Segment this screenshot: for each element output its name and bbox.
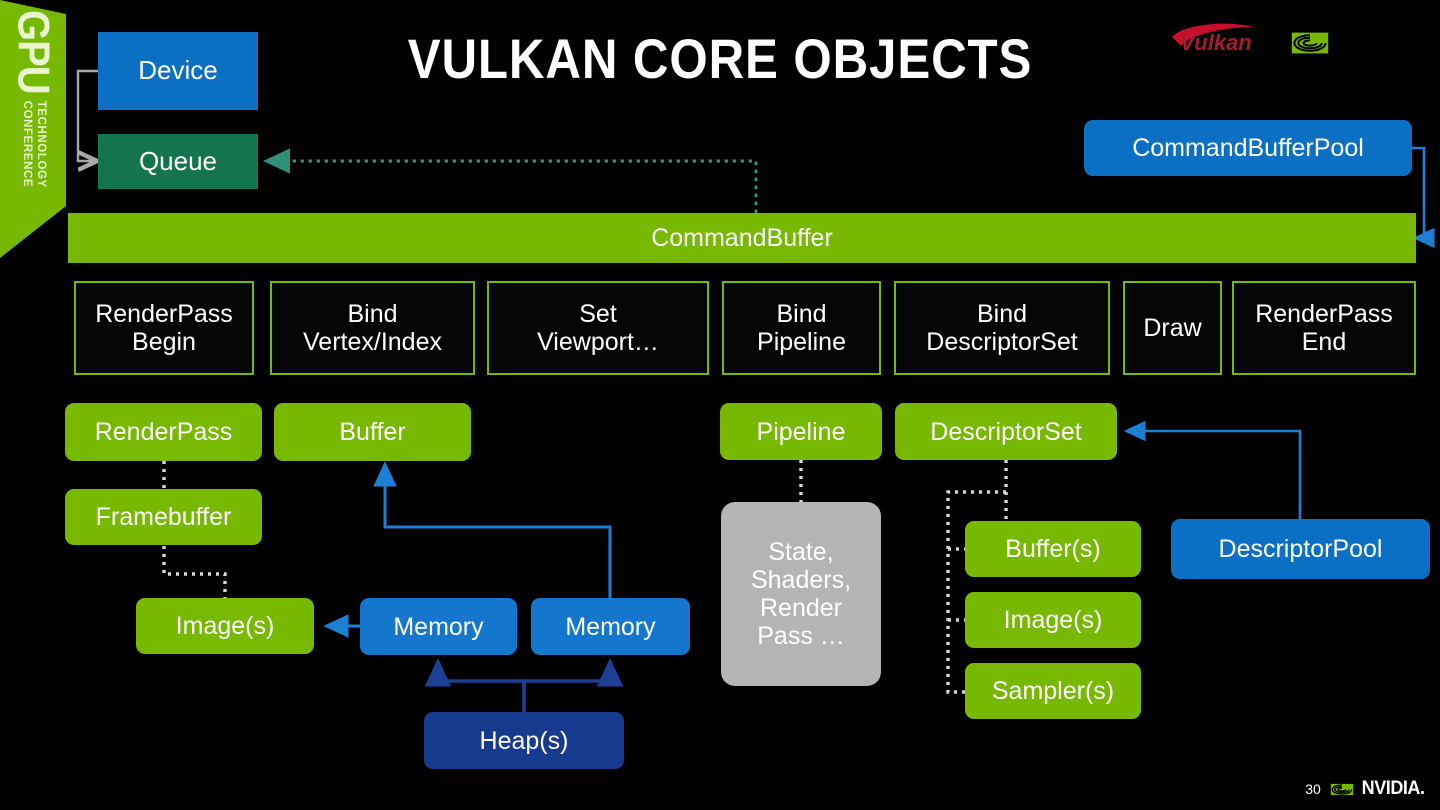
svg-text:Vulkan: Vulkan	[1180, 30, 1252, 55]
node-memory-left[interactable]: Memory	[360, 598, 517, 655]
node-descriptor-samplers[interactable]: Sampler(s)	[965, 663, 1141, 719]
gtc-banner: GPU TECHNOLOGY CONFERENCE	[0, 0, 66, 258]
node-device-label: Device	[138, 55, 218, 86]
node-descriptor-samplers-label: Sampler(s)	[991, 677, 1115, 705]
node-command-buffer-label: CommandBuffer	[651, 223, 833, 252]
node-memory-left-label: Memory	[393, 612, 484, 641]
node-descriptor-set[interactable]: DescriptorSet	[895, 403, 1117, 460]
node-descriptor-buffers-label: Buffer(s)	[1005, 535, 1101, 563]
node-heaps[interactable]: Heap(s)	[424, 712, 624, 769]
footer: 30 NVIDIA.	[1305, 778, 1426, 800]
command-box-line2: Vertex/Index	[303, 328, 442, 356]
node-buffer[interactable]: Buffer	[274, 403, 471, 461]
nvidia-eye-icon	[1291, 32, 1329, 54]
node-pipeline-label: Pipeline	[756, 417, 846, 446]
node-render-pass-label: RenderPass	[94, 418, 233, 446]
gtc-technology-text: TECHNOLOGY	[34, 100, 47, 188]
node-queue[interactable]: Queue	[98, 134, 258, 189]
node-framebuffer[interactable]: Framebuffer	[65, 489, 262, 545]
node-pipeline-state-label: State, Shaders, Render Pass …	[750, 538, 852, 650]
page-title: VULKAN CORE OBJECTS	[407, 27, 1033, 90]
node-framebuffer-label: Framebuffer	[95, 503, 232, 531]
node-pipeline[interactable]: Pipeline	[720, 403, 882, 460]
node-images[interactable]: Image(s)	[136, 598, 314, 654]
command-box-line2: DescriptorSet	[926, 328, 1078, 356]
node-command-buffer-pool[interactable]: CommandBufferPool	[1084, 120, 1412, 176]
command-box-line2: End	[1301, 328, 1347, 356]
node-memory-right[interactable]: Memory	[531, 598, 690, 655]
node-memory-right-label: Memory	[565, 612, 656, 641]
command-box-line1: Set	[579, 300, 617, 328]
command-box-line2: Pipeline	[757, 328, 846, 356]
node-descriptor-pool-label: DescriptorPool	[1218, 535, 1383, 563]
vulkan-logo: Vulkan	[1172, 23, 1253, 55]
node-device[interactable]: Device	[98, 32, 258, 110]
node-command-buffer-pool-label: CommandBufferPool	[1132, 134, 1364, 162]
gtc-gpu-text: GPU	[8, 10, 58, 94]
node-images-label: Image(s)	[175, 612, 275, 640]
command-box-line1: Bind	[347, 300, 398, 328]
node-heaps-label: Heap(s)	[479, 726, 569, 755]
node-descriptor-pool[interactable]: DescriptorPool	[1171, 519, 1430, 579]
node-render-pass[interactable]: RenderPass	[65, 403, 262, 461]
node-command-buffer[interactable]: CommandBuffer	[68, 213, 1416, 263]
command-box-line1: RenderPass	[95, 300, 233, 328]
command-box-line1: RenderPass	[1255, 300, 1393, 328]
command-box-line1: Draw	[1143, 314, 1202, 342]
command-box-line1: Bind	[976, 300, 1028, 328]
command-box-line2: Viewport…	[537, 328, 659, 356]
nvidia-eye-icon-footer	[1330, 783, 1354, 795]
nvidia-wordmark: NVIDIA.	[1361, 778, 1425, 799]
nvidia-logo: NVIDIA.	[1330, 778, 1426, 800]
node-pipeline-state[interactable]: State, Shaders, Render Pass …	[721, 502, 881, 686]
command-box-line1: Bind	[776, 300, 827, 328]
gtc-conference-text: CONFERENCE	[21, 100, 33, 188]
page-number: 30	[1305, 781, 1321, 797]
command-box-6[interactable]: Draw	[1123, 281, 1222, 375]
node-queue-label: Queue	[138, 145, 218, 176]
command-box-line2: Begin	[132, 328, 196, 356]
node-buffer-label: Buffer	[339, 418, 406, 446]
node-descriptor-images-label: Image(s)	[1003, 606, 1103, 634]
node-descriptor-buffers[interactable]: Buffer(s)	[965, 521, 1141, 577]
node-descriptor-images[interactable]: Image(s)	[965, 592, 1141, 648]
node-descriptor-set-label: DescriptorSet	[930, 417, 1082, 446]
